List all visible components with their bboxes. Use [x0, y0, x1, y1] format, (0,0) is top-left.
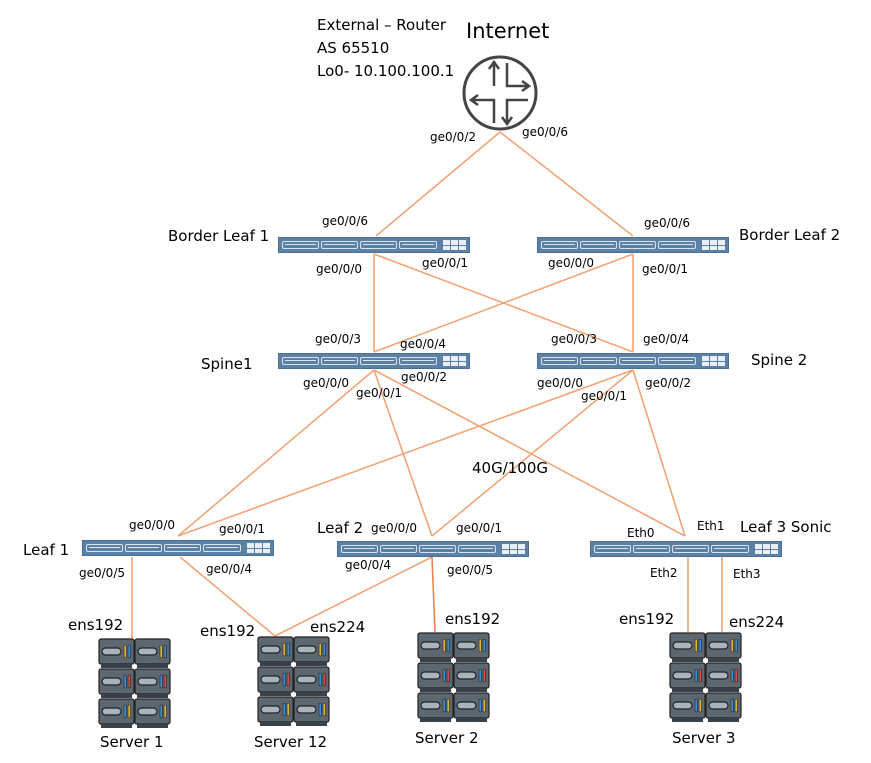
- spine2-port-up-right: ge0/0/4: [643, 332, 689, 346]
- border-leaf-2-switch[interactable]: [537, 237, 729, 253]
- server1-label: Server 1: [100, 733, 164, 751]
- leaf-2-switch[interactable]: [337, 541, 529, 557]
- leaf3-port-up-left: Eth0: [627, 526, 655, 540]
- link-spine1-leaf1: [177, 369, 375, 537]
- spine1-port-up-left: ge0/0/3: [315, 332, 361, 346]
- server3-nic-2: ens224: [729, 613, 785, 631]
- link-speed-label: 40G/100G: [472, 459, 549, 477]
- border-leaf-1-label: Border Leaf 1: [168, 227, 270, 245]
- server12-nic-1: ens192: [200, 622, 256, 640]
- spine-1-label: Spine1: [201, 355, 253, 373]
- server3-label: Server 3: [672, 729, 736, 747]
- server1-nic-1: ens192: [68, 616, 124, 634]
- border-leaf-1-switch[interactable]: [278, 237, 470, 253]
- server-rack-icon[interactable]: [98, 638, 172, 728]
- leaf1-port-up-right: ge0/0/1: [219, 522, 265, 536]
- link-spine1-leaf2: [373, 369, 433, 537]
- router-port-left: ge0/0/2: [430, 130, 476, 144]
- leaf2-port-down-left: ge0/0/4: [345, 558, 391, 572]
- spine2-port-up-left: ge0/0/3: [551, 332, 597, 346]
- link-spine1-leaf3: [373, 369, 686, 537]
- leaf1-port-down-left: ge0/0/5: [79, 566, 125, 580]
- leaf-1-switch[interactable]: [82, 540, 274, 556]
- bl1-port-up: ge0/0/6: [322, 214, 368, 228]
- leaf2-port-up-right: ge0/0/1: [456, 521, 502, 535]
- bl1-port-down-left: ge0/0/0: [316, 262, 362, 276]
- spine2-port-down-left: ge0/0/0: [537, 376, 583, 390]
- bl2-port-up: ge0/0/6: [644, 216, 690, 230]
- link-router-bl1: [375, 131, 501, 237]
- leaf2-port-down-right: ge0/0/5: [447, 563, 493, 577]
- leaf1-port-down-right: ge0/0/4: [206, 562, 252, 576]
- link-leaf2-server2: [431, 556, 436, 633]
- router-note-line-3: Lo0- 10.100.100.1: [317, 62, 455, 80]
- leaf2-port-up-left: ge0/0/0: [371, 521, 417, 535]
- leaf3-port-down-left: Eth2: [650, 566, 678, 580]
- router-note-line-1: External – Router: [317, 16, 446, 34]
- internet-label: Internet: [466, 19, 550, 43]
- server-rack-icon[interactable]: [417, 632, 491, 722]
- bl2-port-down-right: ge0/0/1: [642, 262, 688, 276]
- router-icon: [462, 55, 538, 131]
- leaf-1-label: Leaf 1: [23, 541, 70, 559]
- leaf-2-label: Leaf 2: [317, 519, 364, 537]
- spine1-port-down-mid: ge0/0/1: [356, 386, 402, 400]
- spine2-port-down-mid: ge0/0/1: [581, 389, 627, 403]
- leaf3-port-down-right: Eth3: [733, 567, 761, 581]
- leaf1-port-up-left: ge0/0/0: [129, 518, 175, 532]
- spine1-port-down-left: ge0/0/0: [303, 376, 349, 390]
- link-spine2-leaf3: [632, 369, 686, 537]
- router-note-line-2: AS 65510: [317, 39, 390, 57]
- spine1-port-down-right: ge0/0/2: [401, 370, 447, 384]
- leaf-3-switch[interactable]: [590, 541, 782, 557]
- server3-nic-1: ens192: [619, 610, 675, 628]
- bl1-port-down-right: ge0/0/1: [422, 256, 468, 270]
- spine1-port-up-right: ge0/0/4: [400, 337, 446, 351]
- leaf-3-label: Leaf 3 Sonic: [740, 518, 832, 536]
- server-rack-icon[interactable]: [669, 632, 743, 722]
- link-leaf1-server12: [179, 556, 276, 637]
- server12-label: Server 12: [254, 733, 328, 751]
- leaf3-port-up-right: Eth1: [697, 519, 725, 533]
- spine-2-switch[interactable]: [537, 353, 729, 369]
- spine-1-switch[interactable]: [278, 353, 470, 369]
- server-rack-icon[interactable]: [257, 636, 331, 726]
- spine-2-label: Spine 2: [751, 351, 808, 369]
- link-spine2-leaf1: [177, 369, 634, 537]
- server12-nic-2: ens224: [310, 618, 366, 636]
- server2-label: Server 2: [415, 729, 479, 747]
- bl2-port-down-left: ge0/0/0: [548, 256, 594, 270]
- router-port-right: ge0/0/6: [522, 125, 568, 139]
- server2-nic-1: ens192: [445, 610, 501, 628]
- link-bl2-spine1: [373, 253, 634, 353]
- link-spine2-leaf2: [431, 369, 634, 537]
- spine2-port-down-right: ge0/0/2: [645, 376, 691, 390]
- border-leaf-2-label: Border Leaf 2: [739, 226, 841, 244]
- link-leaf2-server12: [274, 556, 433, 637]
- link-router-bl2: [499, 131, 634, 237]
